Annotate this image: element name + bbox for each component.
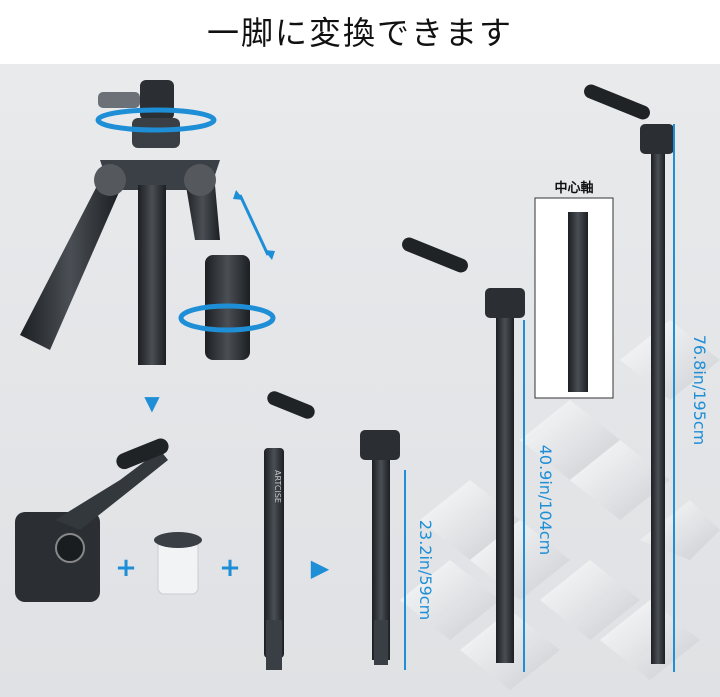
inset-label: 中心軸 xyxy=(554,180,593,196)
height-label-short: 23.2in/59cm xyxy=(416,520,435,620)
rotate-arrow-icon xyxy=(95,107,217,133)
down-arrow-icon: ▼ xyxy=(144,391,160,415)
plus-icon: + xyxy=(115,553,137,583)
monopod-short: 23.2in/59cm xyxy=(267,391,435,670)
monopod-tall: 76.8in/195cm xyxy=(584,84,709,672)
photo-area: ▼ + + ARTCISE ▶ xyxy=(0,64,720,697)
right-arrow-icon: ▶ xyxy=(311,554,330,582)
monopod-mid: 40.9in/104cm xyxy=(402,237,555,672)
height-label-tall: 76.8in/195cm xyxy=(690,335,709,446)
cube-pattern xyxy=(400,320,720,690)
tripod-top xyxy=(20,80,220,365)
monopod: ARTCISE xyxy=(264,448,284,670)
inset-center-column: 中心軸 xyxy=(534,180,614,399)
svg-text:ARTCISE: ARTCISE xyxy=(273,470,282,503)
double-arrow-icon xyxy=(238,194,270,256)
height-label-mid: 40.9in/104cm xyxy=(536,445,555,556)
fluid-head xyxy=(15,438,169,602)
adapter xyxy=(154,532,202,595)
plus-icon: + xyxy=(219,553,241,583)
scene: ▼ + + ARTCISE ▶ xyxy=(15,80,720,690)
leg-lock xyxy=(178,190,276,360)
page-title: 一脚に変換できます xyxy=(206,14,513,52)
